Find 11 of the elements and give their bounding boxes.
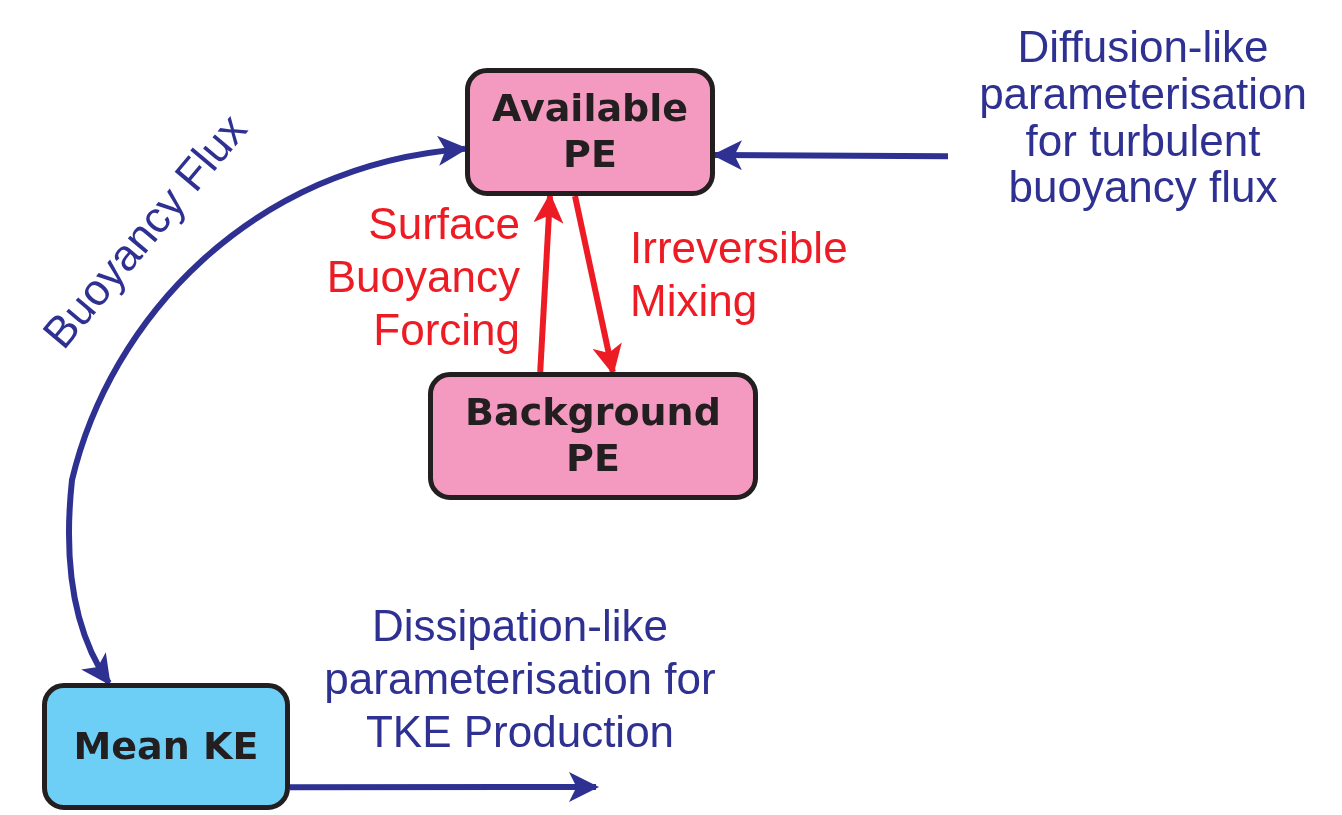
arrow xyxy=(290,772,599,802)
box-label: Background PE xyxy=(464,390,722,482)
process-text: Diffusion-like parameterisation for turbulent buoyancy flux xyxy=(978,24,1308,211)
energy-box xyxy=(42,683,290,810)
energy-box xyxy=(428,372,758,500)
box-label: Mean KE xyxy=(72,723,260,770)
energy-box xyxy=(465,68,715,196)
edge-label: Dissipation-like parameterisation for TKE Production xyxy=(323,600,717,758)
box-label: Available PE xyxy=(490,86,690,178)
edge-label: Irreversible Mixing xyxy=(630,222,849,327)
edge-label: Surface Buoyancy Forcing xyxy=(325,198,520,356)
